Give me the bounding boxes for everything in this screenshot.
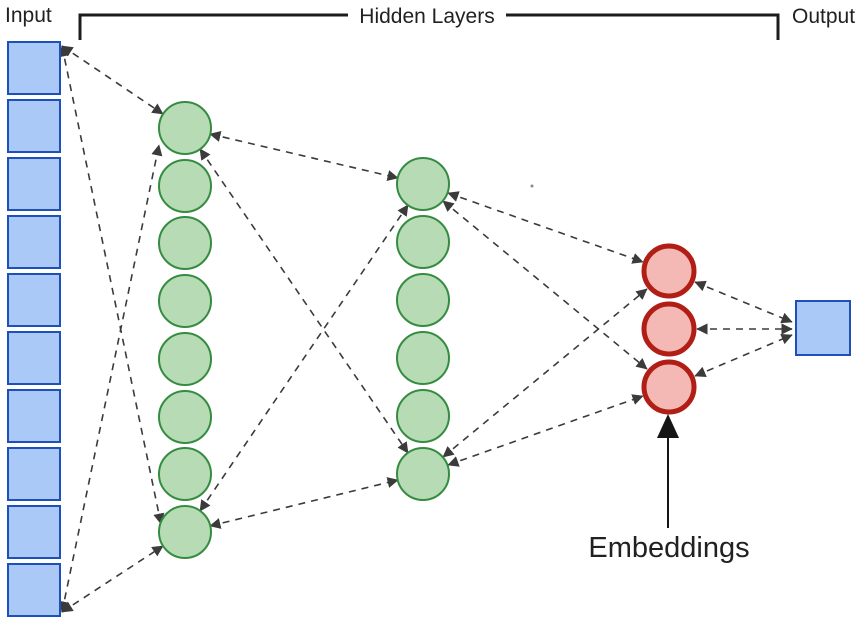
input-node — [7, 41, 61, 95]
connector-line — [58, 144, 163, 613]
hidden-node — [396, 331, 450, 385]
connector-line — [442, 288, 648, 458]
embedding-layer — [641, 243, 697, 415]
hidden-node — [158, 101, 212, 155]
embedding-node — [641, 243, 697, 299]
connector-line — [199, 148, 409, 454]
stray-dot — [530, 184, 534, 188]
connections-embeddings-output — [694, 280, 793, 378]
hidden-node — [396, 157, 450, 211]
connector-line — [58, 45, 165, 525]
input-node — [7, 331, 61, 385]
hidden-node — [158, 274, 212, 328]
connector-line — [447, 394, 644, 467]
input-label: Input — [5, 4, 52, 27]
hidden-node — [158, 447, 212, 501]
connector-line — [442, 200, 648, 370]
connector-line — [209, 130, 399, 182]
connector-line — [694, 333, 793, 378]
hidden-node — [396, 389, 450, 443]
hidden-node — [158, 332, 212, 386]
input-node — [7, 505, 61, 559]
embeddings-arrowhead-icon — [657, 414, 679, 438]
embeddings-annotation: Embeddings — [588, 414, 750, 564]
embedding-node — [641, 301, 697, 357]
connector-line — [61, 45, 164, 115]
connections-hidden2-embeddings — [442, 191, 648, 467]
hidden-node — [158, 159, 212, 213]
hidden-layers-label: Hidden Layers — [359, 5, 494, 28]
output-label: Output — [792, 5, 855, 28]
bracket-left-segment — [78, 13, 348, 40]
connector-line — [694, 280, 793, 324]
embedding-node — [641, 359, 697, 415]
input-node — [7, 215, 61, 269]
connector-line — [447, 191, 644, 264]
connections-hidden1-hidden2 — [199, 130, 409, 529]
input-node — [7, 157, 61, 211]
input-node — [7, 389, 61, 443]
connector-line — [209, 477, 399, 529]
connector-line — [61, 545, 164, 613]
hidden-node — [158, 505, 212, 559]
input-node — [7, 273, 61, 327]
connections-input-hidden1 — [58, 45, 165, 613]
hidden-node — [396, 273, 450, 327]
bracket-right-segment — [506, 13, 780, 40]
hidden-layers-bracket: Hidden Layers — [78, 5, 780, 40]
hidden-node — [396, 447, 450, 501]
input-node — [7, 99, 61, 153]
input-node — [7, 563, 61, 617]
hidden-node — [396, 215, 450, 269]
input-layer — [7, 41, 61, 617]
hidden-layer-2 — [396, 157, 450, 501]
hidden-layer-1 — [158, 101, 212, 559]
input-node — [7, 447, 61, 501]
embeddings-label: Embeddings — [588, 532, 749, 564]
output-node — [795, 300, 851, 356]
hidden-node — [158, 390, 212, 444]
hidden-node — [158, 216, 212, 270]
connector-line — [199, 204, 409, 512]
